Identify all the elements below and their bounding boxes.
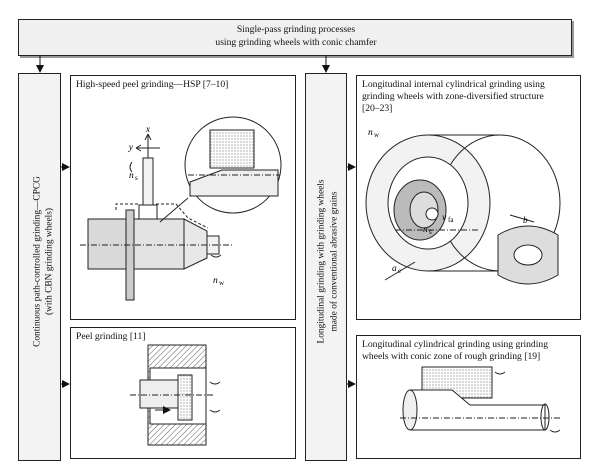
hsp-ns-label: n <box>129 171 134 181</box>
internal-ae-sub: e <box>398 267 401 275</box>
hsp-x-label: x <box>145 125 151 135</box>
connectors <box>36 56 356 388</box>
internal-b-label: b <box>523 216 528 226</box>
internal-vfa-label: v <box>442 213 447 223</box>
hsp-y-label: y <box>128 143 134 153</box>
internal-vfa-sub: fa <box>448 216 454 224</box>
hsp-ns-sub: s <box>135 174 138 182</box>
header-box: Single-pass grinding processes using gri… <box>18 19 572 56</box>
peel-title: Peel grinding [11] <box>76 331 146 342</box>
middle-column-box <box>305 73 347 461</box>
rough-drawing <box>400 366 561 433</box>
header-line2: using grinding wheels with conic chamfer <box>215 37 377 48</box>
internal-title-line3: [20–23] <box>362 103 393 114</box>
hsp-drawing <box>80 116 282 301</box>
header-line1: Single-pass grinding processes <box>236 24 356 35</box>
peel-drawing <box>130 344 221 446</box>
internal-title-line2: grinding wheels with zone-diversified st… <box>362 91 544 102</box>
internal-drawing <box>365 134 561 285</box>
internal-ns-sub: s <box>429 228 432 236</box>
internal-nw-label: n <box>368 128 373 138</box>
hsp-title: High-speed peel grinding—HSP [7–10] <box>76 79 229 90</box>
left-column-box <box>18 73 61 461</box>
hsp-nw-sub: w <box>219 279 225 287</box>
rough-title-line2: wheels with conic zone of rough grinding… <box>362 351 541 362</box>
internal-nw-sub: w <box>374 131 380 139</box>
internal-ae-label: a <box>392 264 397 274</box>
internal-ns-label: n <box>423 225 428 235</box>
internal-title-line1: Longitudinal internal cylindrical grindi… <box>362 79 545 90</box>
hsp-nw-label: n <box>213 276 218 286</box>
rough-title-line1: Longitudinal cylindrical grinding using … <box>362 339 548 350</box>
